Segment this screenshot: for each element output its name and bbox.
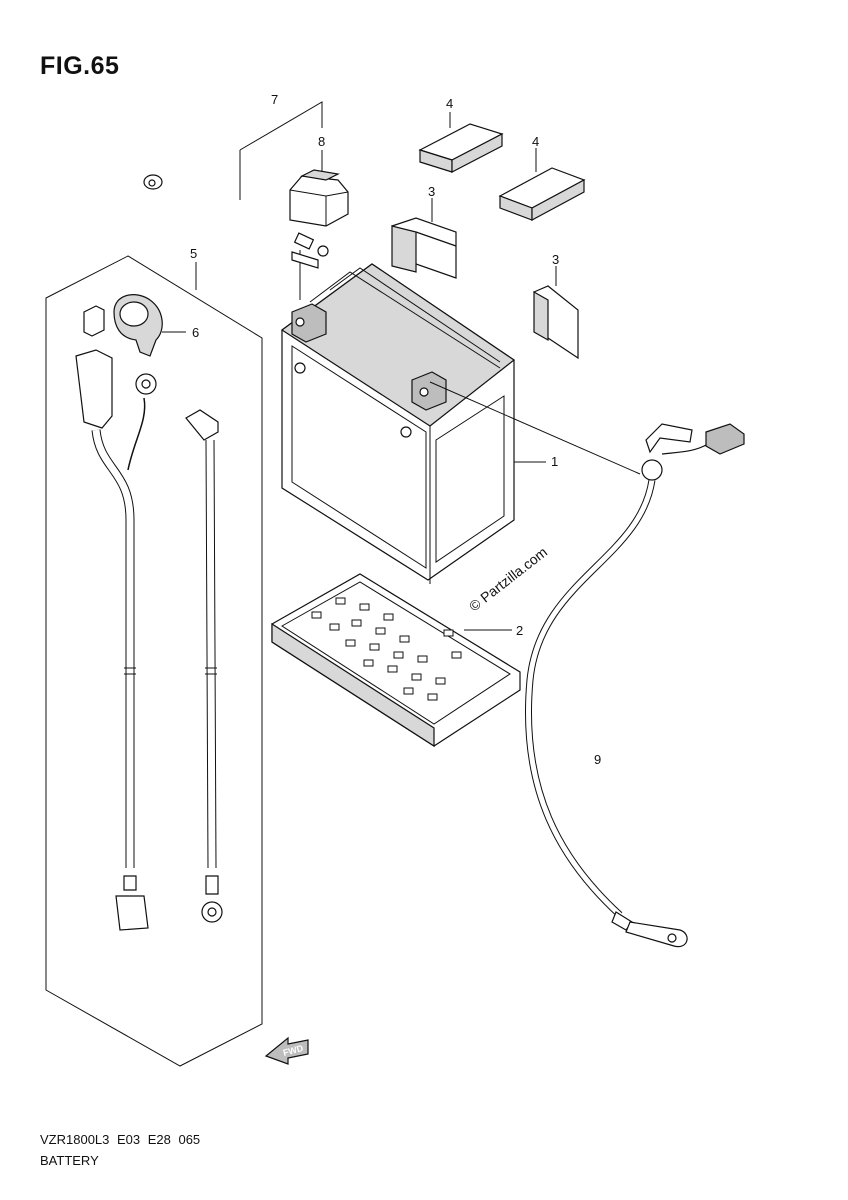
part-6-terminal-boot[interactable] [113, 294, 186, 357]
part-8-terminal-cover[interactable] [289, 150, 349, 227]
forward-direction-arrow: FWD [264, 1036, 309, 1065]
part-4-pad-a[interactable] [418, 112, 504, 173]
section-name: BATTERY [40, 1153, 99, 1168]
part-3-spacer-b[interactable] [533, 266, 579, 360]
callout-2: 2 [516, 623, 523, 638]
part-1-battery[interactable] [280, 263, 546, 584]
callout-5: 5 [190, 246, 197, 261]
watermark: © Partzilla.com [466, 544, 550, 615]
callout-7: 7 [271, 92, 278, 107]
part-4-pad-b[interactable] [498, 148, 586, 222]
callout-9: 9 [594, 752, 601, 767]
part-5-harness-kit-frame [45, 255, 263, 1067]
callout-4b: 4 [532, 134, 539, 149]
part-7-positive-cable[interactable] [143, 174, 329, 269]
callout-1: 1 [551, 454, 558, 469]
part-2-battery-tray[interactable] [271, 573, 521, 748]
figure-title: FIG.65 [40, 52, 120, 80]
part-3-spacer-a[interactable] [391, 198, 457, 279]
model-code: VZR1800L3 E03 E28 065 [40, 1132, 201, 1147]
callout-6: 6 [192, 325, 199, 340]
part-9-negative-cable[interactable] [429, 381, 745, 948]
callout-4a: 4 [446, 96, 453, 111]
part-5-wiring-harness[interactable] [75, 305, 223, 931]
callout-3b: 3 [552, 252, 559, 267]
callout-8: 8 [318, 134, 325, 149]
callout-3a: 3 [428, 184, 435, 199]
